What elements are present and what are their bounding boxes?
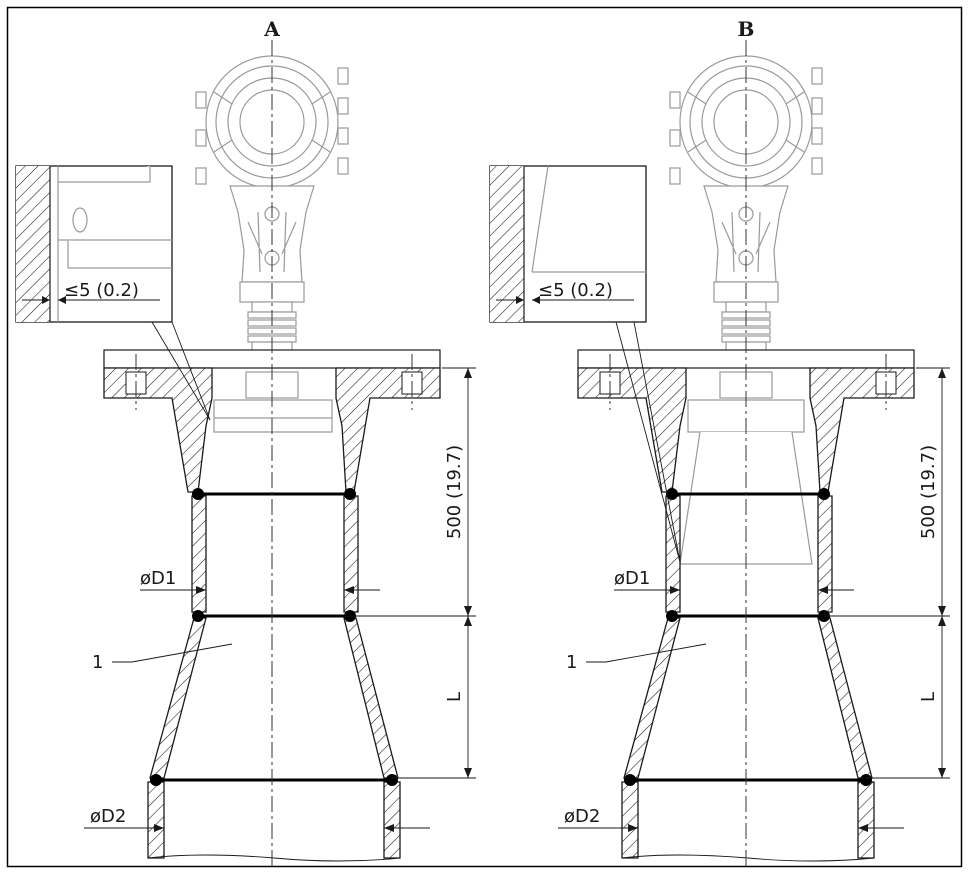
panel-b-cone-left bbox=[623, 617, 681, 779]
panel-b-height-label: 500 (19.7) bbox=[918, 445, 939, 539]
panel-a-label: A bbox=[263, 17, 280, 41]
panel-b-detail-inset: ≤5 (0.2) bbox=[489, 165, 681, 563]
drawing-frame bbox=[6, 6, 963, 868]
panel-b-flange-left bbox=[577, 367, 687, 493]
panel-b-d2-label: øD2 bbox=[564, 806, 600, 827]
panel-b-flange-right bbox=[809, 367, 915, 493]
panel-a-d2-label: øD2 bbox=[90, 806, 126, 827]
panel-b-l-label: L bbox=[918, 692, 939, 702]
panel-a-pipe-right bbox=[343, 495, 359, 613]
panel-a-flange-left bbox=[103, 367, 213, 493]
panel-b-pipe-right bbox=[817, 495, 833, 613]
panel-b-gap-label: ≤5 (0.2) bbox=[538, 280, 613, 301]
panel-a-flange-right bbox=[335, 367, 441, 493]
panel-b-callout-1: 1 bbox=[566, 652, 577, 673]
panel-a: A bbox=[15, 17, 476, 870]
panel-a-d1-label: øD1 bbox=[140, 568, 176, 589]
panel-a-height-label: 500 (19.7) bbox=[444, 445, 465, 539]
panel-b-cone-right bbox=[817, 617, 873, 779]
panel-a-detail-inset: ≤5 (0.2) bbox=[15, 165, 211, 421]
panel-b-label: B bbox=[738, 17, 755, 41]
panel-a-pipe-left bbox=[191, 495, 207, 613]
panel-a-cone-right bbox=[343, 617, 399, 779]
panel-a-callout-1: 1 bbox=[92, 652, 103, 673]
panel-a-l-label: L bbox=[444, 692, 465, 702]
panel-b-d1-label: øD1 bbox=[614, 568, 650, 589]
panel-a-cone-left bbox=[149, 617, 207, 779]
panel-a-gap-label: ≤5 (0.2) bbox=[64, 280, 139, 301]
panel-b: B øD1 bbox=[489, 17, 950, 870]
